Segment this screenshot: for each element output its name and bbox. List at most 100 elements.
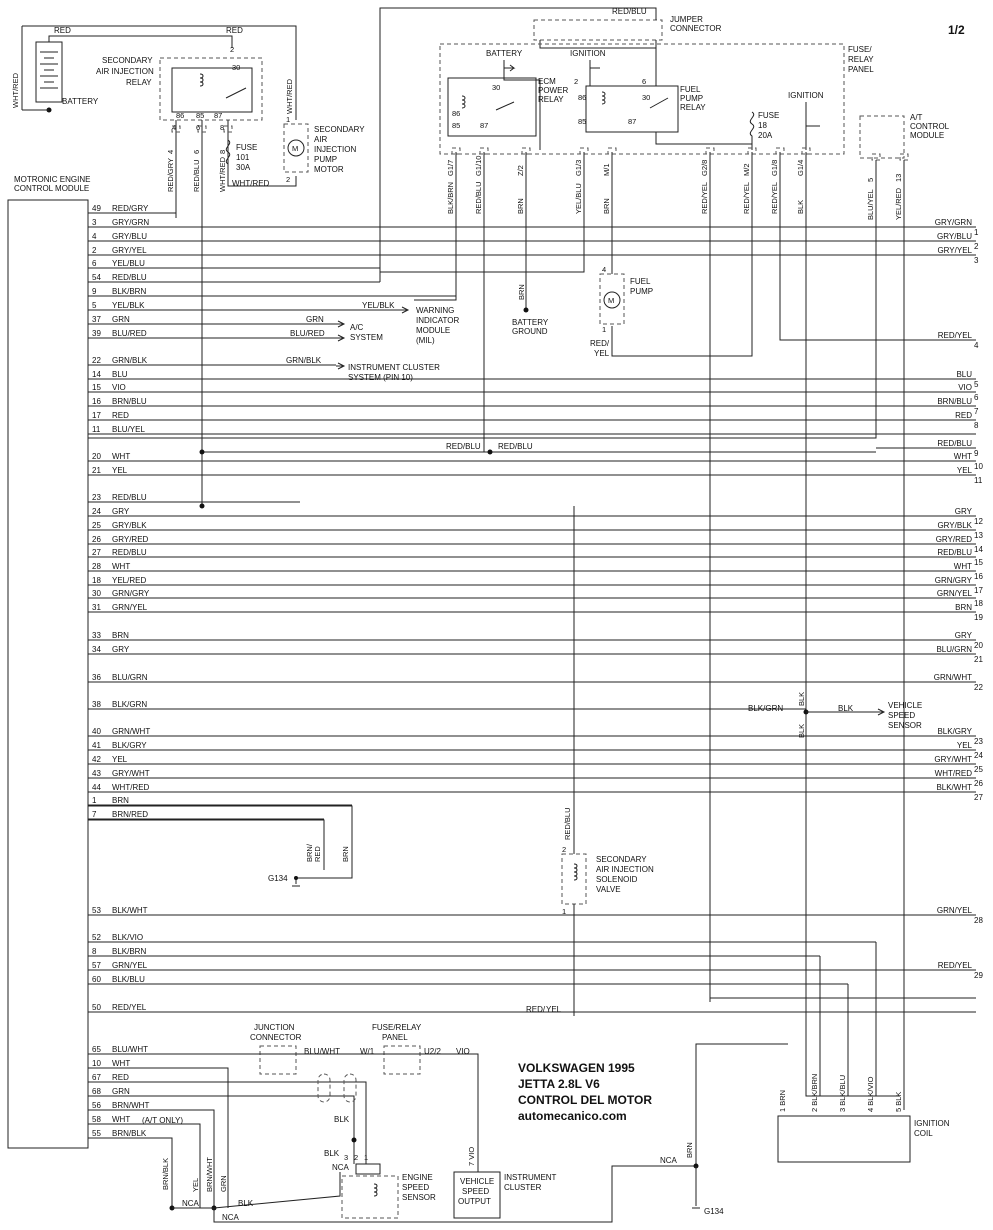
sec-air-relay-l1: SECONDARY	[102, 56, 153, 65]
right-wire-number: 28	[974, 916, 983, 925]
ecm-pin-color: GRN/YEL	[112, 961, 148, 970]
blk-ess-2: BLK	[324, 1149, 340, 1158]
ecm-pin-number: 30	[92, 589, 101, 598]
vso-l1: VEHICLE	[460, 1177, 494, 1186]
blk-bottom: BLK	[238, 1199, 254, 1208]
vertical-wire-color: RED/YEL	[700, 182, 709, 214]
ecm-pin-color: BRN/RED	[112, 810, 148, 819]
ecm-pin-number: 27	[92, 548, 101, 557]
svg-text:85: 85	[578, 117, 586, 126]
ecm-pin-color: BLK/BRN	[112, 287, 146, 296]
ecm-pin-number: 3	[92, 218, 97, 227]
svg-text:4: 4	[172, 123, 176, 132]
right-wire-number: 19	[974, 613, 983, 622]
brn-red-vert-1: BRN/	[305, 843, 314, 862]
warn-l2: INDICATOR	[416, 316, 459, 325]
sol-l2: AIR INJECTION	[596, 865, 654, 874]
fp-l1: FUEL	[630, 277, 651, 286]
ecm-pin-color: GRY/GRN	[112, 218, 149, 227]
svg-text:1: 1	[286, 115, 290, 124]
ecm-pin-number: 53	[92, 906, 101, 915]
ecm-pin-number: 40	[92, 727, 101, 736]
coil-pin-label: 3 BLK/BLU	[838, 1075, 847, 1112]
fp-relay-l2: PUMP	[680, 94, 703, 103]
brn-ground: BRN	[517, 284, 526, 300]
right-wire-color: BLU/GRN	[936, 645, 972, 654]
right-wire-number: 22	[974, 683, 983, 692]
jumper-l2: CONNECTOR	[670, 24, 722, 33]
ecm-pin-number: 26	[92, 535, 101, 544]
vss-l2: SPEED	[888, 711, 915, 720]
svg-text:1: 1	[602, 325, 606, 334]
fuel-pump: M 41 FUEL PUMP RED/ YEL	[590, 265, 653, 358]
vertical-wire-pin: G1/4	[796, 160, 805, 176]
g134-left: G134	[268, 874, 288, 883]
right-wire-color: GRY/GRN	[935, 218, 972, 227]
vio7-vert: 7 VIO	[467, 1147, 476, 1166]
warn-l4: (MIL)	[416, 336, 435, 345]
ecm-pin-color: YEL/RED	[112, 576, 146, 585]
right-wire-color: BRN/BLU	[937, 397, 972, 406]
at-l1: A/T	[910, 113, 923, 122]
ecm-pin-number: 33	[92, 631, 101, 640]
ecm-pin-number: 17	[92, 411, 101, 420]
ecm-pin-number: 23	[92, 493, 101, 502]
vertical-wire-pin: 8	[218, 150, 227, 154]
u22-label: U2/2	[424, 1047, 441, 1056]
ignition-a: IGNITION	[570, 49, 606, 58]
coil-l1: IGNITION	[914, 1119, 950, 1128]
right-wire-color: GRY	[955, 507, 973, 516]
ecm-pin-number: 52	[92, 933, 101, 942]
jc-l2: CONNECTOR	[250, 1033, 302, 1042]
sol-l4: VALVE	[596, 885, 621, 894]
ecm-pin-color: BRN/BLK	[112, 1129, 147, 1138]
battery-small: BATTERY	[486, 49, 523, 58]
right-wire-color: WHT	[954, 452, 972, 461]
vertical-wire-pin: G1/8	[770, 160, 779, 176]
brn-vert-g134: BRN	[341, 846, 350, 862]
svg-text:2: 2	[562, 845, 566, 854]
right-wire-number: 1	[974, 228, 979, 237]
ecm-pin-color: WHT	[112, 1059, 130, 1068]
right-wire-color: GRY/BLU	[937, 232, 972, 241]
right-wire-color: GRY	[955, 631, 973, 640]
secondary-air-pump-motor: M 12 SECONDARY AIR INJECTION PUMP MOTOR	[283, 115, 365, 184]
ecm-relay-l3: RELAY	[538, 95, 564, 104]
sol-l3: SOLENOID	[596, 875, 638, 884]
ecm-pin-color: GRY/YEL	[112, 246, 147, 255]
ecm-pin-number: 49	[92, 204, 101, 213]
svg-text:2: 2	[354, 1153, 358, 1162]
ecm-pin-number: 31	[92, 603, 101, 612]
fuse18-l1: FUSE	[758, 111, 779, 120]
svg-text:86: 86	[578, 93, 586, 102]
jc-l1: JUNCTION	[254, 1023, 295, 1032]
ecm-pin-number: 57	[92, 961, 101, 970]
ecm-pin-number: 24	[92, 507, 101, 516]
right-wire-number: 25	[974, 765, 983, 774]
right-wire-number: 3	[974, 256, 979, 265]
ecm-pin-number: 34	[92, 645, 101, 654]
ecm-pin-color: GRN	[112, 315, 130, 324]
vertical-wire-color: BLU/YEL	[866, 189, 875, 220]
svg-text:85: 85	[452, 121, 460, 130]
w1-label: W/1	[360, 1047, 375, 1056]
svg-text:6: 6	[196, 123, 200, 132]
ecm-pin-number: 55	[92, 1129, 101, 1138]
vertical-wire-color: BLK/BRN	[446, 182, 455, 214]
ecm-relay-l2: POWER	[538, 86, 568, 95]
ic2-l1: INSTRUMENT	[504, 1173, 557, 1182]
